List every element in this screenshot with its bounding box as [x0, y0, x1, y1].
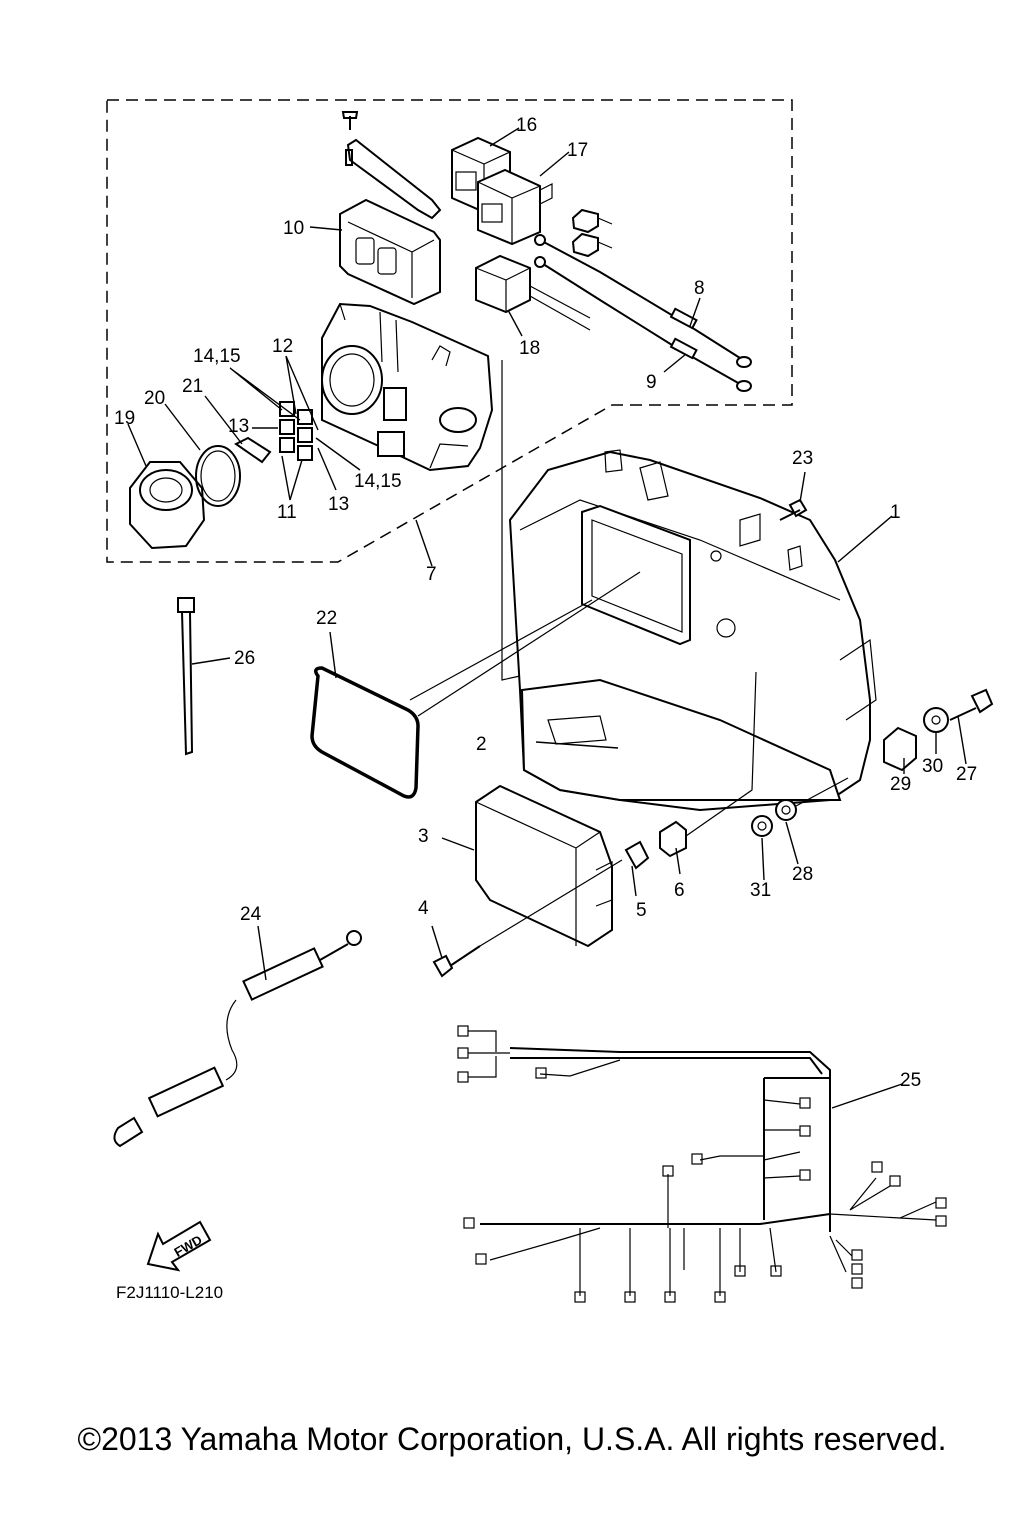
- callout-21: 21: [182, 376, 203, 397]
- callout-24: 24: [240, 904, 262, 925]
- callout-6: 6: [674, 880, 685, 901]
- fuse-block[interactable]: [279, 401, 313, 461]
- module-18[interactable]: [475, 254, 591, 331]
- grommet-5[interactable]: [624, 840, 650, 870]
- callout-2: 2: [476, 734, 487, 755]
- callout-18: 18: [519, 338, 540, 359]
- callout-16: 16: [516, 115, 537, 136]
- subassembly-boundary: [106, 99, 793, 563]
- callout-14-15a: 14,15: [193, 346, 241, 367]
- nut-31[interactable]: [751, 815, 773, 837]
- callout-20: 20: [144, 388, 165, 409]
- washer-28[interactable]: [775, 799, 797, 821]
- washer-30[interactable]: [923, 707, 949, 733]
- wire-harness-25[interactable]: [457, 1025, 947, 1303]
- fuse-21[interactable]: [234, 436, 272, 464]
- lead-wire-8[interactable]: [534, 234, 752, 368]
- bracket-and-screw[interactable]: [341, 111, 442, 220]
- electrical-box-7[interactable]: [321, 302, 494, 472]
- callout-5: 5: [636, 900, 647, 921]
- callout-4: 4: [418, 898, 429, 919]
- o-ring-20[interactable]: [195, 445, 241, 507]
- callout-14-15b: 14,15: [354, 471, 402, 492]
- callout-1: 1: [890, 502, 901, 523]
- callout-27: 27: [956, 764, 977, 785]
- screw-23[interactable]: [779, 498, 808, 521]
- callout-23: 23: [792, 448, 813, 469]
- callout-12: 12: [272, 336, 293, 357]
- ecu-3[interactable]: [475, 784, 613, 948]
- cable-24[interactable]: [113, 930, 362, 1148]
- callout-7: 7: [426, 564, 437, 585]
- callout-26: 26: [234, 648, 255, 669]
- callout-19: 19: [114, 408, 135, 429]
- damper-29[interactable]: [883, 726, 917, 772]
- callout-30: 30: [922, 756, 943, 777]
- callout-17: 17: [567, 140, 588, 161]
- copyright-notice: ©2013 Yamaha Motor Corporation, U.S.A. A…: [77, 1421, 946, 1457]
- bolt-27[interactable]: [949, 688, 994, 721]
- lead-wire-9[interactable]: [534, 256, 752, 392]
- callout-29: 29: [890, 774, 911, 795]
- collar-6[interactable]: [659, 820, 687, 858]
- gasket-22[interactable]: [310, 666, 420, 799]
- callout-28: 28: [792, 864, 813, 885]
- cover-10[interactable]: [339, 198, 441, 306]
- drawing-code: F2J1110-L210: [116, 1283, 223, 1302]
- fwd-arrow: FWD: [146, 1220, 212, 1272]
- callout-13b: 13: [328, 494, 349, 515]
- callout-3: 3: [418, 826, 429, 847]
- bolt-4[interactable]: [432, 945, 481, 978]
- tie-strap-26[interactable]: [177, 597, 195, 756]
- callout-labels: 1 2 3 4 5 6 7 8 9 10 11 12 13 13 14,15 1…: [114, 115, 977, 1091]
- callout-13a: 13: [228, 416, 249, 437]
- relay-17[interactable]: [477, 168, 553, 246]
- leader-lines: [127, 127, 967, 1109]
- callout-11: 11: [277, 502, 297, 523]
- callout-8: 8: [694, 278, 705, 299]
- connector-pair[interactable]: [571, 208, 613, 258]
- tray-2[interactable]: [520, 678, 842, 801]
- callout-10: 10: [283, 218, 304, 239]
- callout-25: 25: [900, 1070, 921, 1091]
- cap-19[interactable]: [129, 461, 206, 550]
- callout-31: 31: [750, 880, 771, 901]
- callout-22: 22: [316, 608, 337, 629]
- callout-9: 9: [646, 372, 657, 393]
